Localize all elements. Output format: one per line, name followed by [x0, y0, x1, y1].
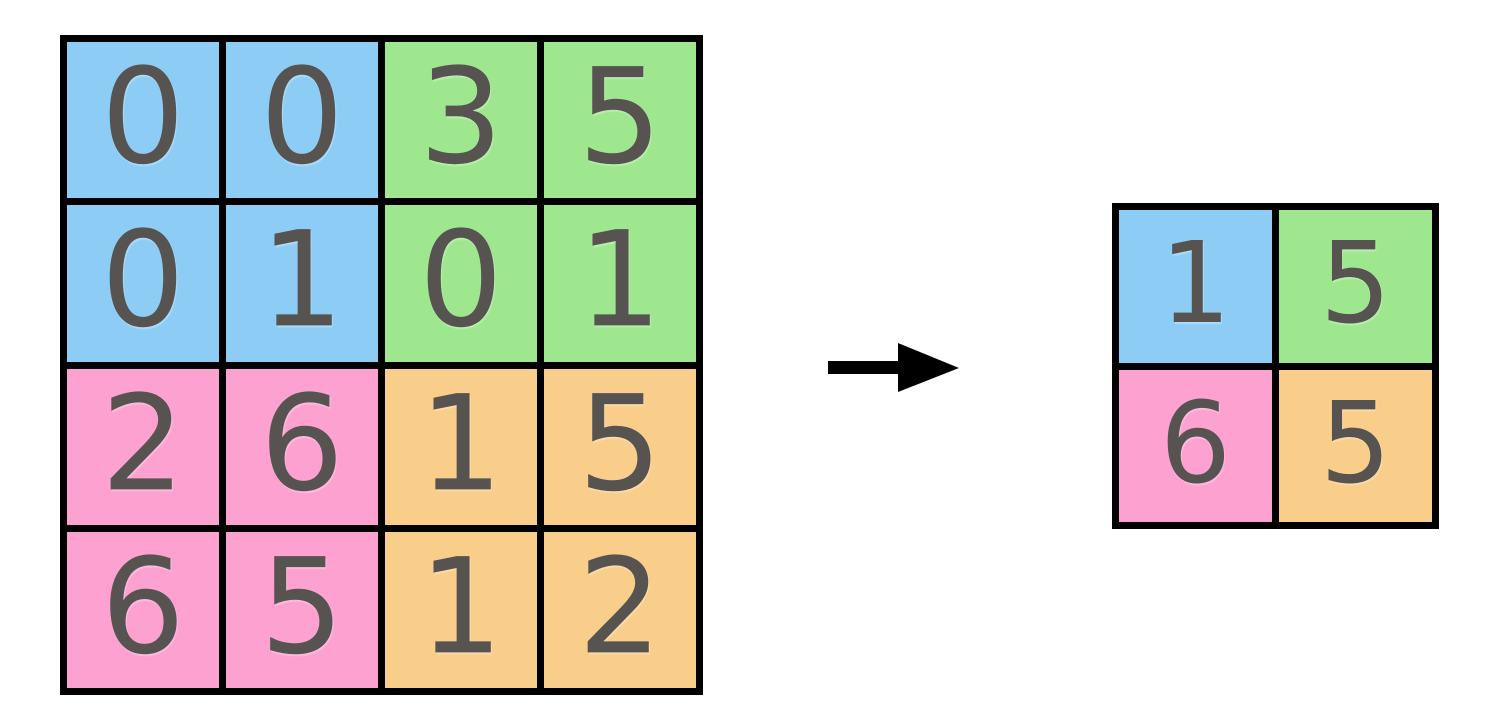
cell-value: 0 [101, 40, 185, 195]
cell-value: 0 [260, 40, 344, 195]
input-cell-r2c3: 5 [544, 366, 696, 525]
cell-value: 6 [260, 366, 344, 521]
cell-value: 6 [1159, 378, 1232, 509]
output-matrix: 1 5 6 5 [1112, 203, 1439, 529]
cell-value: 2 [578, 530, 662, 685]
input-cell-r2c0: 2 [67, 366, 219, 525]
input-cell-r1c2: 0 [385, 203, 537, 362]
cell-value: 5 [1319, 219, 1392, 350]
cell-value: 1 [419, 366, 503, 521]
input-cell-r0c2: 3 [385, 40, 537, 199]
input-cell-r1c3: 1 [544, 203, 696, 362]
cell-value: 5 [578, 366, 662, 521]
input-cell-r2c2: 1 [385, 366, 537, 525]
input-cell-r3c1: 5 [226, 530, 378, 688]
input-cell-r0c1: 0 [226, 40, 378, 199]
cell-value: 0 [419, 203, 503, 358]
cell-value: 2 [101, 366, 185, 521]
cell-value: 1 [578, 203, 662, 358]
input-cell-r3c2: 1 [385, 530, 537, 688]
cell-value: 1 [419, 530, 503, 685]
input-cell-r1c1: 1 [226, 203, 378, 362]
input-cell-r3c3: 2 [544, 530, 696, 688]
cell-value: 1 [1159, 219, 1232, 350]
cell-value: 1 [260, 203, 344, 358]
input-cell-r2c1: 6 [226, 366, 378, 525]
input-cell-r0c0: 0 [67, 40, 219, 199]
output-cell-r1c0: 6 [1119, 369, 1272, 522]
input-matrix: 0 0 3 5 0 1 0 1 2 6 1 5 6 5 1 2 [60, 35, 703, 695]
output-cell-r1c1: 5 [1279, 369, 1432, 522]
cell-value: 5 [1319, 378, 1392, 509]
output-cell-r0c1: 5 [1279, 210, 1432, 363]
cell-value: 5 [578, 40, 662, 195]
cell-value: 6 [101, 530, 185, 685]
cell-value: 3 [419, 40, 503, 195]
cell-value: 5 [260, 530, 344, 685]
input-cell-r0c3: 5 [544, 40, 696, 199]
cell-value: 0 [101, 203, 185, 358]
input-cell-r3c0: 6 [67, 530, 219, 688]
output-cell-r0c0: 1 [1119, 210, 1272, 363]
arrow-right-icon [828, 340, 960, 395]
input-cell-r1c0: 0 [67, 203, 219, 362]
